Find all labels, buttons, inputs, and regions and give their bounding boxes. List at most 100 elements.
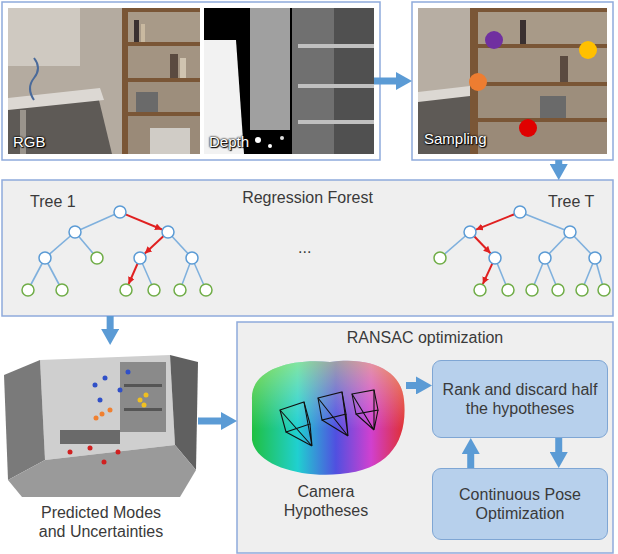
illustration-part [128, 82, 200, 112]
illustration-part [464, 226, 476, 238]
illustration-part [39, 206, 198, 264]
scene-model [4, 355, 198, 497]
box-label: Rank and discard half the hypotheses [441, 380, 599, 418]
illustration-part [318, 392, 348, 436]
illustration-part [126, 370, 131, 375]
process-box: Rank and discard half the hypotheses [432, 360, 608, 438]
illustration-part [148, 284, 160, 296]
input-panel [2, 2, 380, 160]
flow-arrow [107, 316, 114, 331]
flow-arrow [198, 418, 223, 425]
illustration-part [489, 252, 501, 264]
ellipsis: ... [298, 238, 311, 257]
illustration-part [116, 450, 121, 455]
illustration-part [122, 8, 200, 154]
process-box: Continuous Pose Optimization [432, 468, 608, 540]
illustration-part [292, 8, 334, 154]
ransac-panel [237, 322, 613, 553]
illustration-part [98, 398, 103, 403]
illustration-part [141, 24, 145, 42]
sampling-panel: Sampling [412, 2, 613, 160]
sampling-photo [418, 8, 607, 154]
illustration-part [144, 393, 149, 398]
forest-panel [2, 180, 613, 316]
illustration-part [8, 445, 196, 497]
sample-dot [469, 73, 487, 91]
illustration-part [478, 86, 607, 118]
illustration-part [476, 214, 514, 229]
illustration-part [128, 116, 200, 154]
illustration-part [100, 412, 105, 417]
illustration-part [170, 54, 178, 78]
panel-title: RANSAC optimization [237, 328, 613, 347]
panel-title: Regression Forest [2, 188, 613, 207]
illustration-part [75, 212, 120, 232]
illustration-part [103, 376, 108, 381]
illustration-part [114, 206, 126, 218]
illustration-part [120, 284, 132, 296]
illustration-part [204, 8, 374, 154]
illustration-part [68, 450, 73, 455]
illustration-part [91, 252, 103, 264]
illustration-part [93, 370, 131, 403]
tree-label: Tree 1 [30, 192, 76, 211]
illustration-part [124, 384, 162, 387]
illustration-part [142, 403, 147, 408]
illustration-part [128, 46, 200, 78]
illustration-part [418, 86, 470, 102]
illustration-part [128, 12, 200, 42]
illustration-part [434, 252, 446, 264]
illustration-part [252, 361, 405, 475]
illustration-part [520, 212, 570, 232]
illustration-part [540, 96, 566, 118]
image-label: Depth [209, 133, 249, 151]
modes-image: Predicted Modes and Uncertainties [4, 345, 198, 497]
illustration-part [162, 226, 174, 238]
illustration-part [280, 136, 284, 140]
flow-arrow [374, 78, 398, 85]
illustration-part [150, 128, 190, 154]
illustration-part [145, 236, 164, 254]
illustration-part [298, 44, 374, 48]
illustration-part [4, 360, 45, 480]
flow-arrow [555, 438, 562, 454]
illustration-part [474, 236, 490, 253]
illustration-part [186, 252, 198, 264]
illustration-part [474, 214, 514, 284]
illustration-part [250, 8, 290, 130]
tree-label: Tree T [548, 192, 594, 211]
flow-arrow [467, 452, 474, 468]
illustration-part [22, 284, 34, 296]
illustration-part [68, 446, 121, 465]
camera-hypotheses-image [252, 361, 405, 475]
ransac-panel: RANSAC optimizationCamera Hypotheses Rank… [237, 322, 613, 553]
illustration-part [440, 212, 604, 290]
rgb-photo [8, 8, 200, 154]
illustration-part [138, 398, 143, 403]
illustration-part [520, 20, 526, 44]
illustration-part [124, 408, 162, 411]
illustration-part [39, 252, 51, 264]
illustration-part [598, 284, 610, 296]
illustration-part [136, 92, 158, 112]
illustration-part [94, 416, 99, 421]
forest-panel: Regression ForestTree 1... Tree T [2, 180, 613, 316]
illustration-part [298, 120, 374, 124]
illustration-part [502, 284, 514, 296]
illustration-part [69, 226, 81, 238]
illustration-part [576, 284, 588, 296]
illustration-part [564, 226, 576, 238]
illustration-part [268, 144, 272, 148]
tree-1 [22, 206, 212, 296]
image-label: RGB [13, 133, 46, 151]
illustration-part [93, 383, 98, 388]
box-label: Continuous Pose Optimization [441, 485, 599, 523]
depth-image [204, 8, 374, 154]
sample-dot [485, 31, 503, 49]
illustration-part [334, 8, 374, 154]
illustration-part [560, 56, 568, 82]
caption: Camera Hypotheses [274, 482, 378, 520]
illustration-part [126, 214, 164, 284]
sample-dot [579, 41, 597, 59]
